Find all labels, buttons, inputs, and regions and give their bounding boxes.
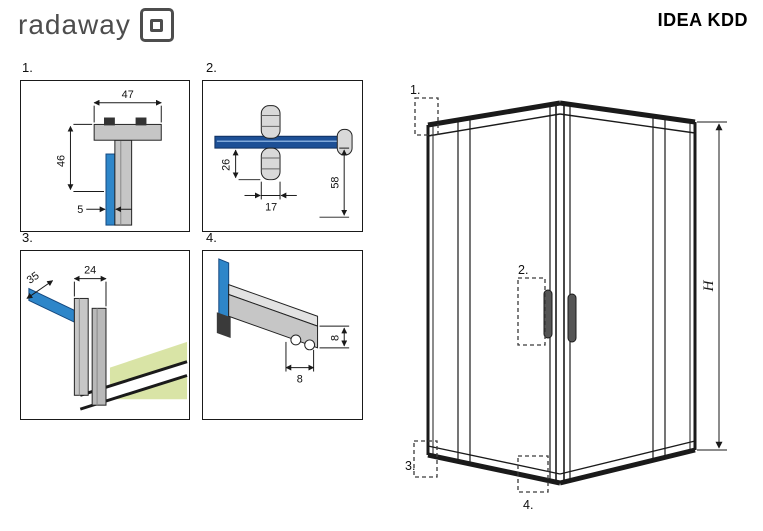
detail-1-label: 1. [22,60,33,75]
glass-and-frame [216,258,231,338]
dim-label-17: 17 [265,201,277,213]
shower-enclosure-drawing: 1. 2. 3. 4. H [405,83,727,512]
right-door-handle [567,293,577,343]
radaway-logo: radaway [18,8,174,42]
detail-2-label: 2. [206,60,217,75]
dim-label-8-width: 8 [297,373,303,385]
detail-1-dimensions: 47 46 5 [56,89,162,216]
callout-box-1 [414,97,439,136]
clamp-screw-icon [104,117,115,126]
detail-box-1: 47 46 5 [20,80,190,232]
wall-profiles [426,122,697,456]
callout-1-label: 1. [410,83,420,97]
corner-door-edges [555,104,565,482]
detail-3-label: 3. [22,230,33,245]
glass-panel [218,258,230,319]
callout-box-2 [517,277,546,346]
dim-label-5: 5 [77,204,83,216]
bottom-rail [427,440,696,486]
wall-profile-section [93,117,162,226]
detail-4-drawing: 8 8 [216,258,350,385]
callout-2-label: 2. [518,263,528,277]
logo-wordmark: radaway [18,9,131,40]
bottom-rail-profile [228,283,319,351]
callouts: 1. 2. 3. 4. [405,83,549,512]
detail-box-2: 26 17 58 [202,80,363,232]
detail-3-drawing: 24 35 [25,265,188,411]
height-dimension: H [697,121,727,451]
detail-box-4: 8 8 [202,250,363,420]
dim-label-46: 46 [56,155,68,167]
callout-3-label: 3. [405,459,415,473]
detail-2-dimensions: 26 17 58 [221,147,350,218]
glass-panel [28,287,75,323]
height-label: H [701,279,717,292]
callout-4-label: 4. [523,498,533,512]
detail-4-dimensions: 8 8 [285,325,350,385]
door-handles [543,289,577,343]
callout-box-4 [517,455,549,493]
product-title: IDEA KDD [657,10,748,30]
dim-label-35: 35 [25,270,42,287]
dim-label-58: 58 [329,177,341,189]
dim-label-26: 26 [221,159,233,171]
rail-channel-notch [290,334,302,346]
detail-4-label: 4. [206,230,217,245]
callout-box-3 [413,440,438,478]
detail-3-dimensions: 24 35 [25,265,107,307]
logo-square-icon [139,8,174,42]
door-profiles-section [73,297,107,406]
top-rail [427,100,696,137]
rail-channel-notch [304,339,316,351]
door-bottom-profile [216,312,231,338]
dim-label-47: 47 [122,89,134,101]
dim-label-8-height: 8 [329,335,341,341]
detail-box-3: 24 35 [20,250,190,420]
left-door-handle [543,289,553,339]
glass-panel [105,153,116,226]
glass-walls [428,103,695,483]
detail-1-drawing: 47 46 5 [56,89,162,226]
roller-carriage [260,105,281,181]
clamp-screw-icon [135,117,147,126]
detail-2-drawing: 26 17 58 [214,105,353,218]
dim-label-24: 24 [84,265,96,277]
logo-inner-square [150,18,164,32]
